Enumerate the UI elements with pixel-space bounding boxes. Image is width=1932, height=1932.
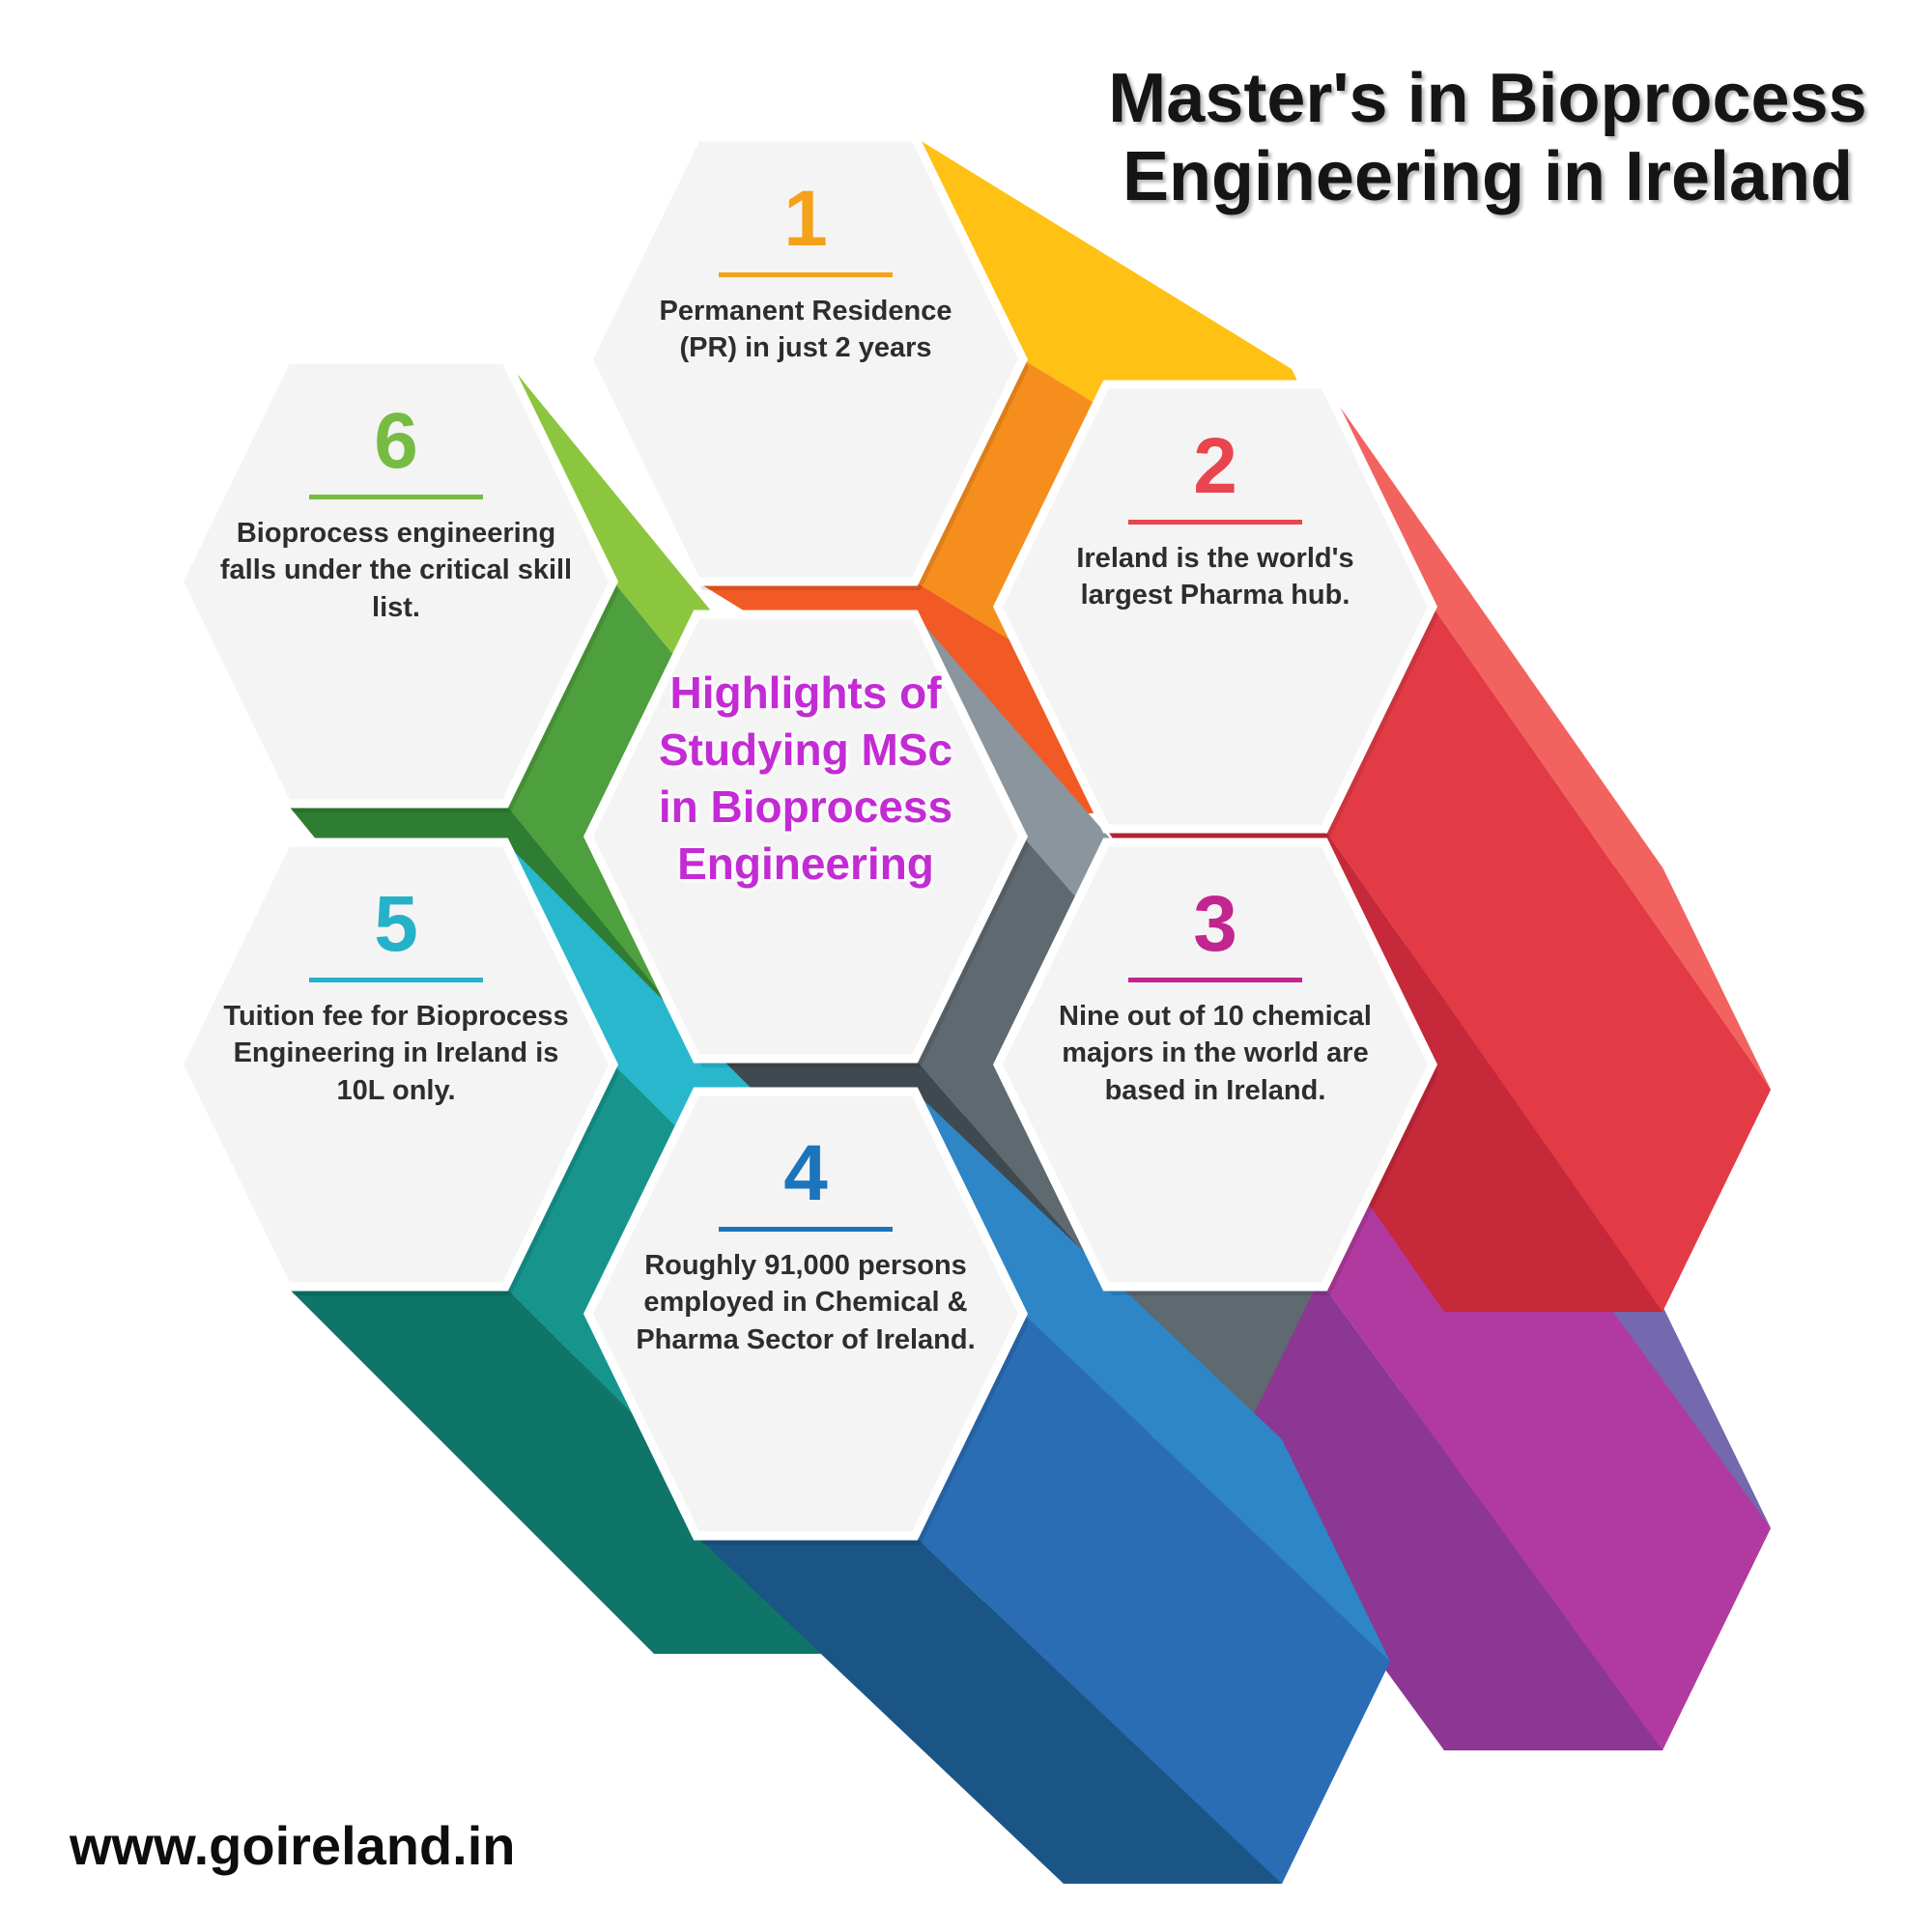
hex6-number: 6 xyxy=(374,397,418,485)
hex1-underline xyxy=(719,272,893,277)
title-line1: Master's in Bioprocess xyxy=(1108,60,1867,137)
hex5-underline xyxy=(309,978,483,982)
center-hex-label: Highlights of Studying MSc in Bioprocess… xyxy=(612,665,999,893)
hex2-tile-face xyxy=(992,380,1438,834)
title-line2: Engineering in Ireland xyxy=(1122,138,1854,216)
hex5-label: 5 Tuition fee for Bioprocess Engineering… xyxy=(203,885,589,1109)
hex5-number: 5 xyxy=(374,880,418,968)
center-line-3: in Bioprocess xyxy=(658,781,953,832)
hex5-text: Tuition fee for Bioprocess Engineering i… xyxy=(223,1001,569,1106)
center-line-2: Studying MSc xyxy=(658,724,953,775)
hex4-tile-face xyxy=(582,1087,1029,1541)
hex4-extrusion-bottom-face xyxy=(696,1536,1282,1884)
hex3-number: 3 xyxy=(1193,880,1237,968)
center-hex-tile xyxy=(582,610,1029,1067)
hex5-tile-face xyxy=(173,838,619,1292)
hex3-tile xyxy=(992,838,1438,1295)
hex3-text: Nine out of 10 chemical majors in the wo… xyxy=(1059,1001,1372,1106)
hex1-text: Permanent Residence (PR) in just 2 years xyxy=(659,296,952,364)
hex3-tile-face xyxy=(992,838,1438,1292)
hex2-label: 2 Ireland is the world's largest Pharma … xyxy=(1022,427,1408,614)
hex4-number: 4 xyxy=(783,1129,828,1217)
hex2-underline xyxy=(1128,520,1302,525)
hex3-underline xyxy=(1128,978,1302,982)
hex2-extrusion-front-face xyxy=(1324,607,1771,1312)
infographic-title: Master's in Bioprocess Engineering in Ir… xyxy=(1063,60,1913,217)
center-line-4: Engineering xyxy=(677,838,934,889)
website-url: www.goireland.in xyxy=(70,1815,516,1876)
hex5-tile xyxy=(173,838,619,1295)
hex6-underline xyxy=(309,495,483,499)
hex4-text: Roughly 91,000 persons employed in Chemi… xyxy=(636,1250,976,1355)
hex6-tile-face xyxy=(173,355,619,809)
hex1-number: 1 xyxy=(783,175,828,263)
hex6-tile xyxy=(173,355,619,812)
hex1-label: 1 Permanent Residence (PR) in just 2 yea… xyxy=(612,180,999,367)
hex2-text: Ireland is the world's largest Pharma hu… xyxy=(1076,543,1354,611)
center-line-1: Highlights of xyxy=(669,668,942,718)
hex1-tile-face xyxy=(582,132,1029,586)
hex1-tile xyxy=(582,132,1029,590)
hex6-label: 6 Bioprocess engineering falls under the… xyxy=(203,402,589,626)
hex4-underline xyxy=(719,1227,893,1232)
hex2-number: 2 xyxy=(1193,422,1237,510)
hex3-label: 3 Nine out of 10 chemical majors in the … xyxy=(1022,885,1408,1109)
hex6-text: Bioprocess engineering falls under the c… xyxy=(219,518,573,623)
hex4-extrusion xyxy=(696,1092,1390,1884)
hex4-extrusion-front-face xyxy=(915,1314,1390,1884)
hex4-extrusion-top-face xyxy=(915,1092,1390,1662)
hex4-tile xyxy=(582,1087,1029,1545)
center-hex-tile-face xyxy=(582,610,1029,1064)
hex4-label: 4 Roughly 91,000 persons employed in Che… xyxy=(612,1134,999,1358)
hex2-tile xyxy=(992,380,1438,838)
hex2-extrusion-top-face xyxy=(1324,384,1771,1090)
